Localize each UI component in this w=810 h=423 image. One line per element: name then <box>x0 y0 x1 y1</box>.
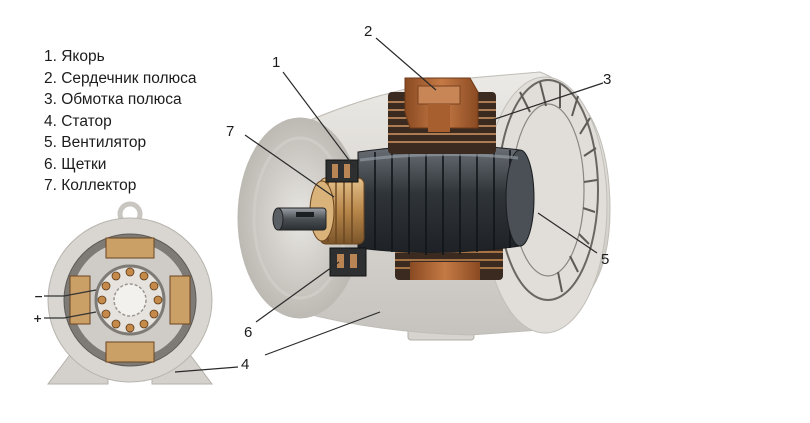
legend-item-brushes: 6. Щетки <box>44 155 107 173</box>
cross-section-slots <box>97 267 163 333</box>
callout-lines <box>174 37 604 373</box>
terminal-minus: − <box>34 290 43 303</box>
legend-item-pole-winding: 3. Обмотка полюса <box>44 91 182 108</box>
callout-pole-core: 2 <box>364 23 372 40</box>
callout-stator: 4 <box>241 356 249 373</box>
shaft <box>272 207 327 231</box>
legend-item-armature: 1. Якорь <box>44 48 105 65</box>
legend: 1. Якорь 2. Сердечник полюса 3. Обмотка … <box>44 46 197 197</box>
legend-item-commutator: 7. Коллектор <box>44 177 137 194</box>
motor-cross-section: − + <box>33 201 213 385</box>
callout-pole-winding: 3 <box>603 71 611 88</box>
callout-armature: 1 <box>272 54 280 71</box>
legend-item-stator: 4. Статор <box>44 112 112 130</box>
cross-section-poles <box>69 237 191 363</box>
legend-item-fan: 5. Вентилятор <box>44 134 147 151</box>
motor-3d <box>237 71 611 341</box>
armature <box>357 144 535 255</box>
callout-commutator: 7 <box>226 123 234 140</box>
callout-numbers: 1 2 3 4 5 6 7 <box>226 23 611 373</box>
callout-fan: 5 <box>601 251 609 268</box>
legend-item-pole-core: 2. Сердечник полюса <box>44 69 197 87</box>
callout-brushes: 6 <box>244 324 252 341</box>
terminal-plus: + <box>33 312 42 325</box>
brushes <box>325 159 367 277</box>
pole-core <box>404 77 479 132</box>
